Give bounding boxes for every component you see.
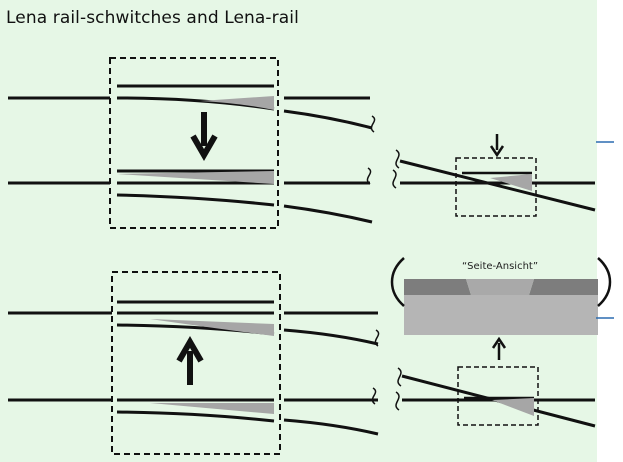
- break-mark: [374, 329, 380, 347]
- side-view-rail-left: [404, 279, 471, 295]
- side-view-rail-right: [529, 279, 598, 295]
- detail-frame: [111, 271, 281, 455]
- switch-blade: [490, 174, 532, 191]
- top-right-crossing-detail: [392, 134, 614, 217]
- side-view-base: [404, 295, 598, 335]
- arrow-up-icon: [176, 336, 204, 385]
- detail-frame: [109, 57, 279, 229]
- switch-blade: [492, 398, 534, 416]
- switch-blade: [150, 403, 274, 414]
- top-left-switch-detail: [8, 57, 376, 229]
- arrow-down-icon: [489, 134, 505, 158]
- diagram-title: Lena rail-schwitches and Lena-rail: [6, 8, 299, 28]
- detail-frame: [455, 157, 537, 217]
- diagram-background: [0, 0, 597, 462]
- arrow-up-icon: [491, 336, 507, 360]
- break-mark: [597, 257, 612, 307]
- rail-line: [116, 410, 275, 423]
- detail-frame: [457, 366, 539, 426]
- side-view-notch: [466, 279, 534, 295]
- break-mark: [395, 391, 400, 411]
- bottom-right-crossing-detail: [395, 336, 596, 428]
- arrow-down-icon: [190, 112, 218, 161]
- bottom-left-switch-detail: [8, 271, 380, 455]
- side-view-label: “Seite-Ansicht”: [462, 261, 538, 272]
- rail-line: [283, 204, 373, 224]
- break-mark: [390, 257, 405, 307]
- switch-blade: [117, 171, 274, 184]
- break-mark: [392, 169, 397, 189]
- switch-blade: [200, 96, 274, 110]
- rail-line: [283, 109, 373, 130]
- rail-line: [399, 159, 596, 212]
- break-mark: [366, 167, 372, 185]
- switch-blade: [150, 319, 274, 336]
- rail-line: [116, 193, 275, 207]
- rail-line: [283, 328, 379, 346]
- break-mark: [397, 367, 402, 387]
- side-view-profile: “Seite-Ansicht”: [390, 257, 614, 335]
- break-mark: [370, 115, 376, 133]
- break-mark: [371, 387, 377, 405]
- break-mark: [395, 149, 400, 169]
- rail-line: [283, 418, 379, 436]
